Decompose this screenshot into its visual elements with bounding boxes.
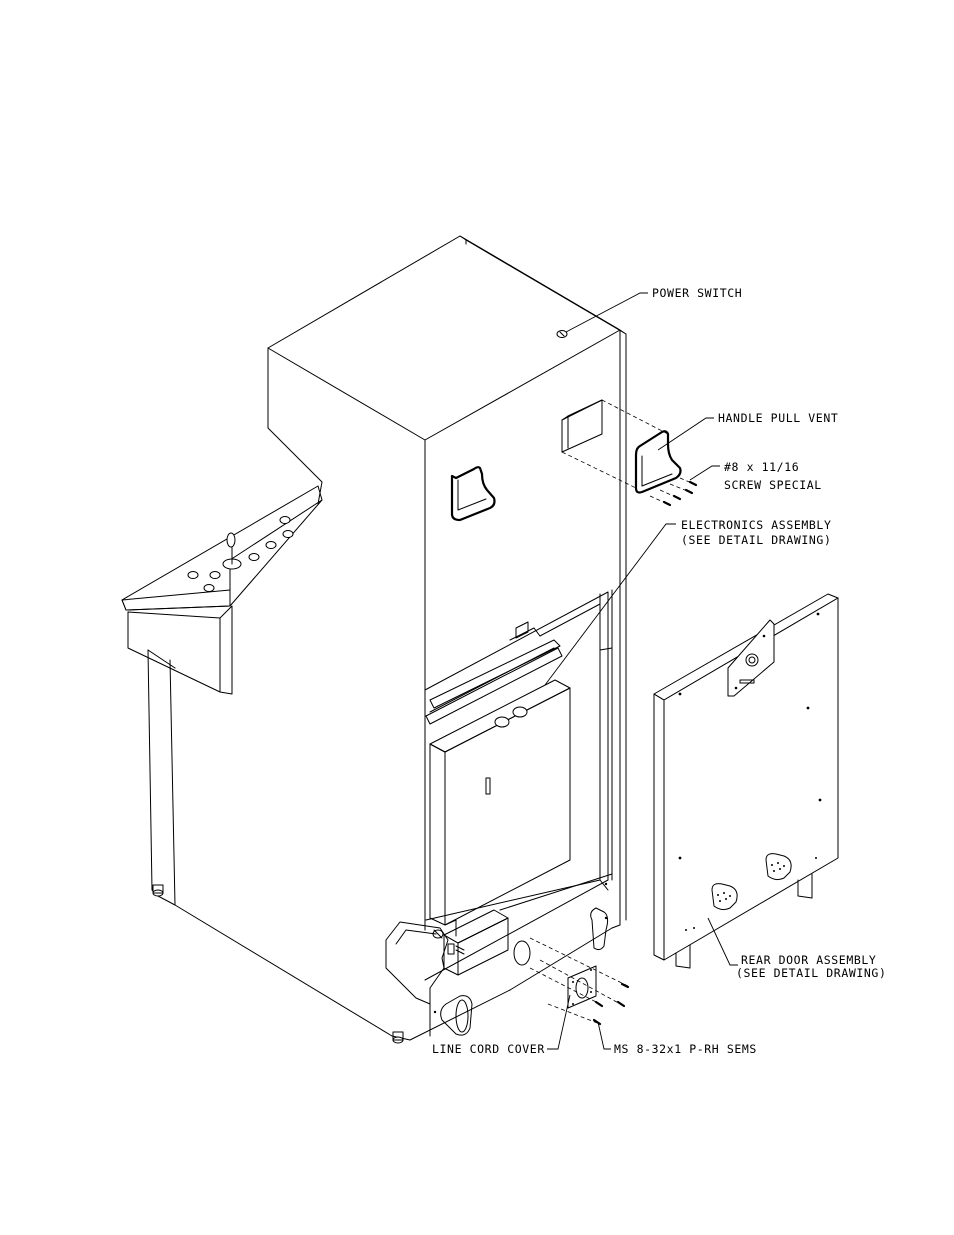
cabinet-body <box>147 235 627 1044</box>
sems-screw-label: MS 8-32x1 P-RH SEMS <box>614 1042 757 1056</box>
rear-door-vents <box>711 853 792 911</box>
screw-size-label: #8 x 11/16 <box>724 460 799 474</box>
callout-labels: POWER SWITCH HANDLE PULL VENT #8 x 11/16… <box>432 286 886 1056</box>
electronics-assembly-label: ELECTRONICS ASSEMBLY <box>681 518 831 532</box>
electronics-detail-label: (SEE DETAIL DRAWING) <box>681 533 831 547</box>
handle-cutout <box>450 466 496 522</box>
control-buttons <box>187 516 294 592</box>
screw-type-label: SCREW SPECIAL <box>724 478 822 492</box>
handle-pull-vent <box>561 399 698 507</box>
rear-door-assembly-label: REAR DOOR ASSEMBLY <box>741 953 876 967</box>
handle-pull-vent-label: HANDLE PULL VENT <box>718 411 838 425</box>
line-cord-cover-label: LINE CORD COVER <box>432 1042 545 1056</box>
line-cord-cover <box>529 937 630 1026</box>
vent-screws <box>649 477 698 507</box>
electronics-assembly <box>429 679 571 937</box>
rear-door-assembly <box>653 593 839 969</box>
callout-leaders <box>544 292 738 1050</box>
line-cord-hole <box>513 940 531 966</box>
rear-door-detail-label: (SEE DETAIL DRAWING) <box>736 966 886 980</box>
power-switch-label: POWER SWITCH <box>652 286 742 300</box>
control-panel <box>121 485 323 695</box>
joystick <box>222 532 242 570</box>
caster-wheel <box>590 907 609 951</box>
